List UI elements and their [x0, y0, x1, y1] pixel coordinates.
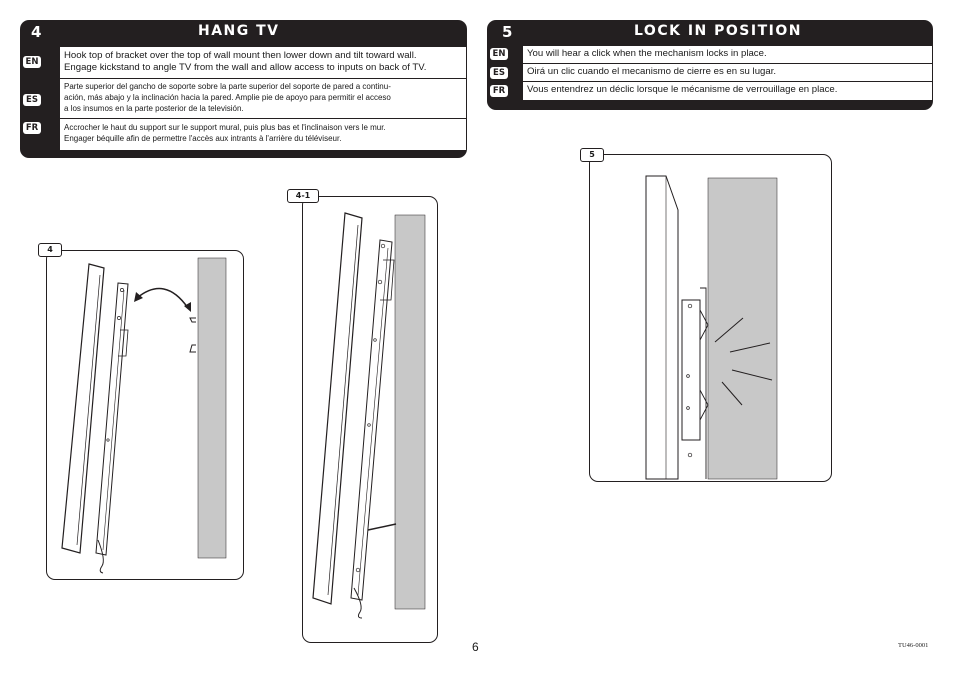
figure-4-label: 4 — [38, 243, 62, 257]
step-5-panel: 5 LOCK IN POSITION EN You will hear a cl… — [487, 20, 933, 110]
lang-badge-es: ES — [490, 67, 508, 79]
lang-badge-fr: FR — [490, 85, 508, 97]
lang-badge-es: ES — [23, 94, 41, 106]
instruction-row-es: ES Parte superior del gancho de soporte … — [23, 78, 466, 117]
step-4-number: 4 — [31, 23, 42, 41]
figure-4-1-frame — [302, 196, 438, 643]
lang-badge-fr: FR — [23, 122, 41, 134]
lang-badge-en: EN — [490, 48, 508, 60]
step-4-header: 4 HANG TV — [20, 20, 467, 44]
instruction-row-fr: FR Accrocher le haut du support sur le s… — [23, 118, 466, 151]
figure-5-frame — [589, 154, 832, 482]
instruction-text-en: Hook top of bracket over the top of wall… — [64, 50, 427, 73]
step-4-instructions: EN Hook top of bracket over the top of w… — [23, 47, 466, 151]
instruction-row-en: EN Hook top of bracket over the top of w… — [23, 47, 466, 77]
figure-4-1-label: 4-1 — [287, 189, 319, 203]
instruction-text-fr: Accrocher le haut du support sur le supp… — [64, 123, 386, 143]
step-4-title: HANG TV — [198, 23, 280, 39]
figure-5-label: 5 — [580, 148, 604, 162]
instruction-text-fr: Vous entendrez un déclic lorsque le méca… — [527, 84, 838, 95]
step-5-header: 5 LOCK IN POSITION — [487, 20, 933, 44]
lang-badge-en: EN — [23, 56, 41, 68]
step-5-instructions: EN You will hear a click when the mechan… — [490, 46, 932, 101]
instruction-text-es: Oirá un clic cuando el mecanismo de cier… — [527, 66, 777, 77]
instruction-row-en: EN You will hear a click when the mechan… — [490, 46, 932, 62]
document-code: TU46-0001 — [898, 642, 929, 649]
instruction-text-en: You will hear a click when the mechanism… — [527, 48, 767, 59]
step-4-panel: 4 HANG TV EN Hook top of bracket over th… — [20, 20, 467, 158]
instruction-text-es: Parte superior del gancho de soporte sob… — [64, 82, 391, 113]
page-number: 6 — [472, 640, 479, 654]
instruction-row-fr: FR Vous entendrez un déclic lorsque le m… — [490, 81, 932, 101]
step-5-number: 5 — [502, 23, 513, 41]
instruction-row-es: ES Oirá un clic cuando el mecanismo de c… — [490, 63, 932, 81]
figure-4-frame — [46, 250, 244, 580]
step-5-title: LOCK IN POSITION — [634, 23, 802, 39]
